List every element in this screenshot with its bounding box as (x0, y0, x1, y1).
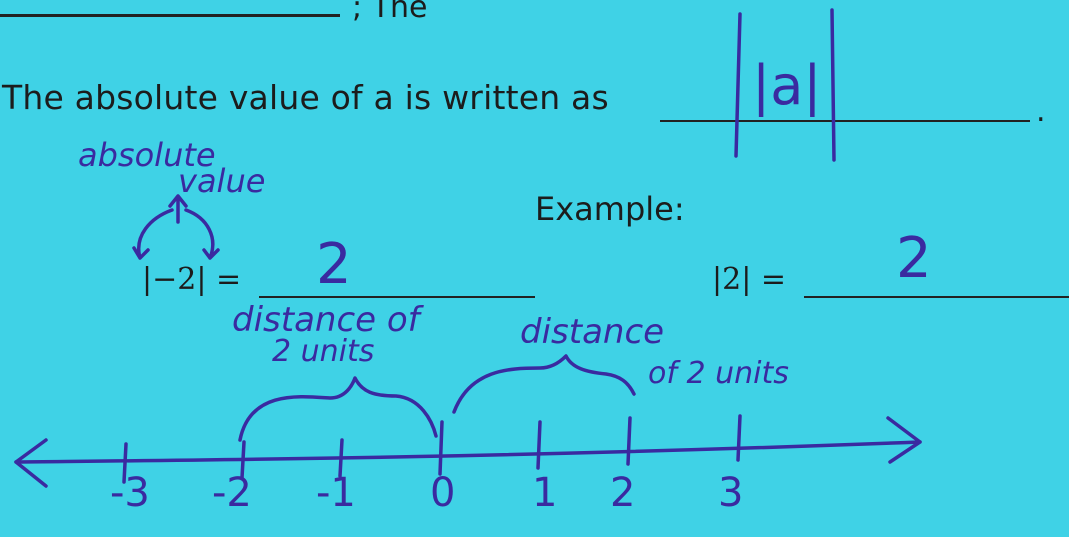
tick-label: 0 (430, 470, 456, 516)
statement-period: . (1036, 94, 1046, 129)
tick-label: 1 (532, 470, 558, 516)
brace-left (238, 376, 438, 442)
example-positive-expression: |2| = (712, 262, 786, 297)
example-positive-blank (804, 296, 1069, 298)
tick-label: -3 (110, 470, 150, 516)
left-arrowhead (14, 438, 48, 488)
tick-mark (122, 442, 128, 484)
top-text-fragment: ; The (352, 0, 428, 25)
handwritten-note-right-line1: distance (520, 312, 665, 352)
example-negative-expression: |−2| = (142, 262, 242, 297)
handwritten-answer-negative: 2 (316, 232, 352, 297)
tick-mark (438, 420, 444, 476)
abs-bar-left (734, 12, 742, 158)
handwritten-note-left-line1: distance of (232, 300, 420, 340)
statement-answer-blank (660, 120, 1030, 122)
handwritten-note-left-line2: 2 units (272, 334, 375, 369)
handwritten-answer-positive: 2 (896, 226, 932, 291)
value-arrow (168, 194, 188, 224)
absolute-value-statement: The absolute value of a is written as (2, 78, 609, 117)
top-answer-blank (0, 0, 340, 17)
tick-mark (240, 440, 246, 480)
abs-bar-right (830, 8, 836, 162)
abs-arrow-left (132, 208, 174, 260)
handwritten-value-label: value (178, 162, 266, 200)
handwritten-note-right-line2: of 2 units (648, 356, 789, 391)
tick-label: -1 (316, 470, 356, 516)
tick-label: 3 (718, 470, 744, 516)
abs-arrow-right (184, 208, 220, 260)
tick-mark (536, 420, 542, 470)
number-line-axis (14, 440, 922, 464)
tick-label: -2 (212, 470, 252, 516)
right-arrowhead (886, 416, 922, 464)
handwritten-absolute-notation: |a| (752, 54, 822, 117)
example-negative-blank (259, 296, 535, 298)
tick-mark (338, 438, 344, 478)
handwritten-absolute-label: absolute (78, 136, 216, 174)
tick-label: 2 (610, 470, 636, 516)
tick-mark (626, 416, 632, 466)
example-label: Example: (535, 190, 685, 228)
brace-right (452, 354, 636, 414)
tick-mark (736, 414, 742, 462)
